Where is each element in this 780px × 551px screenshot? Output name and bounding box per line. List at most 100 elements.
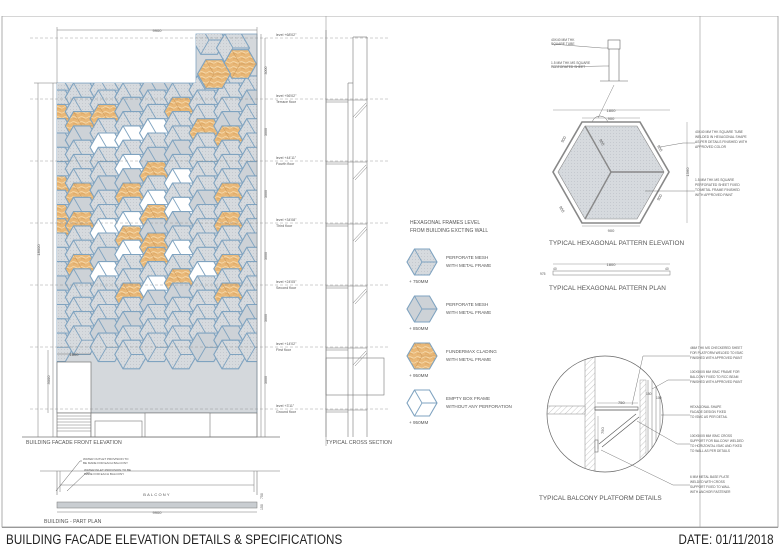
plan-slab-dimension: 150 xyxy=(260,504,264,510)
width-dimension: 9900 xyxy=(153,28,163,33)
floor-height-dimension: 3000 xyxy=(264,252,268,260)
balcony-note-line: SUPPORT FIXED TO WALL xyxy=(690,485,730,489)
hex-dim-ur: 900 xyxy=(656,144,664,153)
cross-section xyxy=(325,30,385,437)
note-line: WITH APPROVED PAINT xyxy=(695,193,733,197)
plan-width-dimension: 9900 xyxy=(153,510,163,515)
hex-dim-lr: 900 xyxy=(656,193,664,202)
level-label: level +68'02" xyxy=(276,33,297,37)
legend-item-level: + 950MM xyxy=(409,420,428,425)
sheet-note-2: PERFORATED SHEET xyxy=(551,65,585,69)
legend-item-line1: EMPTY BOX FRAME xyxy=(446,396,490,401)
legend-item-level: + 750MM xyxy=(409,279,428,284)
level-label: level +34'08" xyxy=(276,218,297,222)
floor-label: Fourth floor xyxy=(276,162,295,166)
hex-plan-caption: TYPICAL HEXAGONAL PATTERN PLAN xyxy=(549,285,666,292)
balcony-note-line: TO WALL AS PER DETAILS xyxy=(690,449,730,453)
plan-note-2b: MADE FOR EACH BALCONY xyxy=(84,472,124,476)
balcony-note-line: FINISHED WITH APPROVED PAINT xyxy=(690,356,742,360)
balcony-note-line: FINISHED WITH APPROVED PAINT xyxy=(690,380,742,384)
hex-dim-um: 900 xyxy=(598,138,606,147)
legend-item: PERFORATE MESH WITH METAL FRAME + 850MM xyxy=(406,295,491,331)
sheet-note-1: 1.5 MM THK MS SQUARE xyxy=(551,61,591,65)
plan-overall-dimension: 1800 xyxy=(607,262,617,267)
balcony-note-line: 100X50X5 MM ISMC FRAME FOR xyxy=(690,370,740,374)
floor-label: Terrace floor xyxy=(276,100,297,104)
door-width-dimension: 1800 xyxy=(70,352,80,357)
tube-note-1: 40X40 MM THK xyxy=(551,38,575,42)
hex-pattern-elevation: 40X40 MM THK SQUARE TUBE 1.5 MM THK MS S… xyxy=(549,38,748,247)
floor-height-dimension: 3000 xyxy=(264,376,268,384)
balcony-note-line: FACADE DESIGN FIXED xyxy=(690,410,727,414)
plan-note-1b: BE MADE FOR EACH BALCONY xyxy=(83,461,128,465)
drawing-sheet: 9900 18000 1800 3000 level +68'02" 3000 le… xyxy=(0,16,780,551)
note-line: APPROVED COLOR xyxy=(695,145,727,149)
legend-item-line1: PERFORATE MESH xyxy=(446,302,488,307)
balcony-note-line: 100X50X5 MM ISMC CROSS xyxy=(690,434,732,438)
legend-item-line2: WITH METAL FRAME xyxy=(446,310,491,315)
legend: HEXAGONAL FRAMES LEVEL FROM BUILDING EXC… xyxy=(406,220,512,425)
floor-label: Second floor xyxy=(276,286,297,290)
plan-note-1a: WATER OUTLET PROVISION TO xyxy=(83,457,129,461)
elevation-caption: BUILDING FACADE FRONT ELEVATION xyxy=(26,440,122,446)
legend-item-line2: WITH METAL FRAME xyxy=(446,263,491,268)
hex-bottom-dimension: 900 xyxy=(608,228,615,233)
plan-left-dimension: 40 xyxy=(553,267,557,271)
floor-label: First floor xyxy=(276,348,292,352)
cross-section-caption: TYPICAL CROSS SECTION xyxy=(326,440,392,446)
sheet-date: DATE: 01/11/2018 xyxy=(678,531,774,547)
plan-depth-dimension: 750 xyxy=(260,493,264,499)
part-plan: 9900 BALCONY 750 150 WATER OUTLET PROVIS… xyxy=(40,457,280,525)
sheet-title: BUILDING FACADE ELEVATION DETAILS & SPEC… xyxy=(6,531,343,547)
balcony-note-line: WITH ANCHOR FASTENER xyxy=(690,490,731,494)
balcony-note-line: FOR PLATFORM WELDED TO ISMC xyxy=(690,351,744,355)
plan-note-2a: WATER INLET PROVISION TO BE xyxy=(84,468,131,472)
balcony-small-dim-1: 150 xyxy=(646,392,652,396)
balcony-note-line: WELDED WITH CROSS xyxy=(690,480,725,484)
legend-item-line2: WITH METAL FRAME xyxy=(446,357,491,362)
hex-side-dimension: 900 xyxy=(608,116,615,121)
hex-overall-dimension: 1800 xyxy=(607,108,617,113)
hex-dim-ul: 900 xyxy=(560,135,568,144)
balcony-note-line: TO HORIZONTAL ISMC AND FIXED xyxy=(690,444,743,448)
height-dimension: 18000 xyxy=(36,244,41,256)
level-label: level +24'05" xyxy=(276,280,297,284)
plan-thickness-dimension: 975 xyxy=(540,272,546,276)
balcony-detail: 750 750 150 100 4MM THK MS CHECKERED SHE… xyxy=(539,346,744,502)
legend-item-level: + 950MM xyxy=(409,373,428,378)
legend-item-line1: PERFORATE MESH xyxy=(446,255,488,260)
plan-right-dimension: 40 xyxy=(665,267,669,271)
legend-item-level: + 850MM xyxy=(409,326,428,331)
legend-item: EMPTY BOX FRAME WITHOUT ANY PERFORATION + … xyxy=(406,389,512,425)
balcony-vertical-dimension: 750 xyxy=(600,427,605,434)
floor-height-dimension: 3000 xyxy=(264,128,268,136)
balcony-small-dim-2: 100 xyxy=(656,396,662,400)
balcony-note-line: 4MM THK MS CHECKERED SHEET xyxy=(690,346,742,350)
note-line: WELDED IN HEXAGONAL SHAPE xyxy=(695,135,748,139)
note-line: TO METAL FRAME FINISHED xyxy=(695,188,740,192)
legend-title-1: HEXAGONAL FRAMES LEVEL xyxy=(410,220,480,226)
floor-label: Third floor xyxy=(276,224,293,228)
balcony-note-line: 6 MM METAL BASE PLATE xyxy=(690,475,729,479)
hex-height-dimension: 1560 xyxy=(685,167,690,177)
front-elevation: 9900 18000 1800 3000 level +68'02" 3000 le… xyxy=(22,27,390,446)
balcony-note-line: BALCONY FIXED TO RCC BEAM xyxy=(690,375,739,379)
balcony-note-line: HEXAGONAL SHAPE xyxy=(690,405,721,409)
legend-item-line1: FUNDERMAX CLADING xyxy=(446,349,497,354)
hex-pattern-plan: 1800 40 40 975 TYPICAL HEXAGONAL PATTERN… xyxy=(540,262,671,292)
balcony-horizontal-dimension: 750 xyxy=(618,400,625,405)
drawing-canvas: 9900 18000 1800 3000 level +68'02" 3000 le… xyxy=(1,16,779,528)
floor-height-dimension: 3000 xyxy=(264,67,268,75)
legend-item: FUNDERMAX CLADING WITH METAL FRAME + 950MM xyxy=(406,342,497,378)
hex-elevation-caption: TYPICAL HEXAGONAL PATTERN ELEVATION xyxy=(549,240,684,247)
floor-label: Ground floor xyxy=(276,410,297,414)
door-height-dimension: 3000 xyxy=(46,375,51,385)
legend-item-line2: WITHOUT ANY PERFORATION xyxy=(446,404,512,409)
title-block: BUILDING FACADE ELEVATION DETAILS & SPEC… xyxy=(2,527,778,550)
floor-height-dimension: 3000 xyxy=(264,314,268,322)
note-line: 40X40 MM THK SQUARE TUBE xyxy=(695,130,744,134)
tube-note-2: SQUARE TUBE xyxy=(551,42,575,46)
level-label: level +3'11" xyxy=(276,404,295,408)
level-label: level +14'02" xyxy=(276,342,297,346)
note-line: 1.5 MM THK MS SQUARE xyxy=(695,178,735,182)
